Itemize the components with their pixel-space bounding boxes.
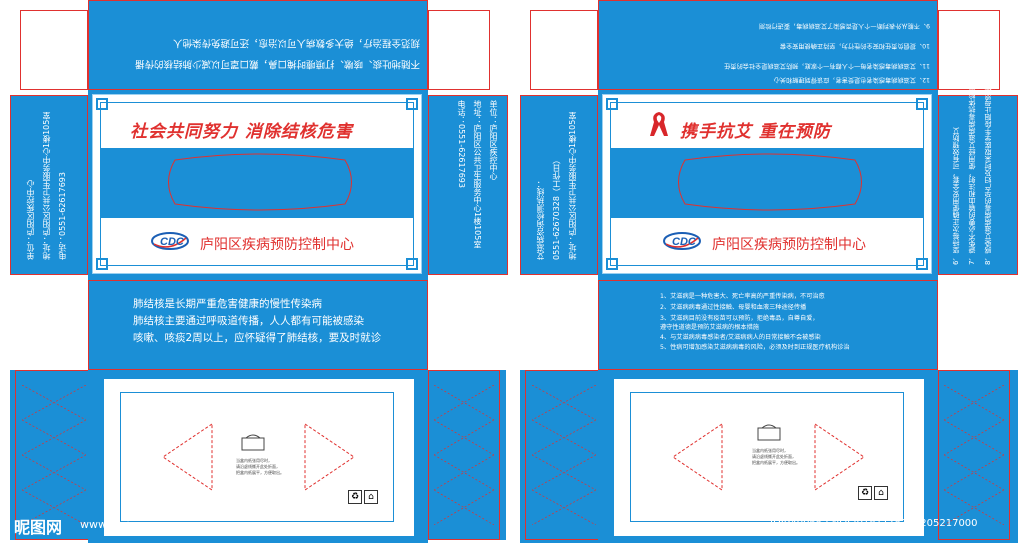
side-text: 电话：0551-62617693	[457, 100, 466, 188]
watermark-site: 昵图网	[14, 518, 63, 537]
recycle-icon: ♻	[348, 490, 362, 504]
note-line: 请沿虚线撕开此处折面，	[752, 454, 796, 459]
flap-line: 规范全程治疗，绝大多数病人可以治愈，还可避免传染他人	[172, 37, 420, 48]
fold-pattern-icon	[944, 385, 1004, 525]
info-line: 3、艾滋病目前没有疫苗可以预防，拒绝毒品，自尊自爱，	[660, 315, 819, 322]
right-info-panel	[598, 280, 938, 370]
side-text: 单位：庐阳区疾控中心	[489, 100, 498, 180]
info-line: 2、艾滋病病毒通过性接触、母婴和血液三种途径传播	[660, 304, 807, 311]
flap-line: 12、艾滋病病毒感染者也是受害者，应该得到理解和关心	[773, 76, 930, 83]
fold-pattern-icon	[532, 385, 596, 525]
left-top-flap	[88, 0, 428, 90]
info-line: 咳嗽、咳痰2周以上，应怀疑得了肺结核，要及时就诊	[133, 332, 382, 344]
left-blue-band	[100, 148, 414, 218]
side-text: 8、感染艾滋病病毒的孕产妇及时采取医学手段阻止母婴传播	[984, 78, 992, 265]
trash-icon: ⌂	[874, 486, 888, 500]
flap-line: 不随地吐痰、咳嗽、打喷嚏时掩口鼻，戴口罩可以减少肺结核的传播	[134, 58, 420, 69]
note-line: 当盒内纸张用尽时，	[236, 458, 272, 463]
info-line: 4、与艾滋病病毒感染者/艾滋病病人的日常接触不会被感染	[660, 334, 821, 341]
tissue-opening-outline	[678, 153, 862, 211]
tear-arrow-left-icon[interactable]	[160, 422, 215, 492]
tissue-opening-outline	[168, 153, 352, 211]
side-text: 地址：庐阳区公共卫生服务中心1楼105室	[568, 111, 577, 260]
tear-arrow-right-icon[interactable]	[302, 422, 357, 492]
flap-line: 9、不能从外表判断一个人是否感染了艾滋病病毒，要进行检测	[759, 22, 930, 29]
side-text: 地址：庐阳区公共卫生服务中心1楼105室	[473, 100, 482, 249]
fold-pattern-icon	[22, 385, 86, 525]
right-box-left-side	[520, 95, 598, 275]
info-line: 肺结核是长期严重危害健康的慢性传染病	[133, 298, 322, 310]
side-text: 地址：庐阳区公共卫生服务中心1楼105室	[42, 111, 51, 260]
side-text: 7、避免不必要的输血和注射，使用经艾滋病病毒抗体检测的血液和血液制品	[968, 29, 976, 265]
tear-arrow-left-icon[interactable]	[670, 422, 725, 492]
red-ribbon-icon	[650, 112, 668, 136]
right-box-right-side	[938, 95, 1018, 275]
info-line: 遵守性道德是预防艾滋病的根本措施	[660, 324, 759, 331]
recycle-icon: ♻	[858, 486, 872, 500]
right-top-flap-text: 12、艾滋病病毒感染者也是受害者，应该得到理解和关心 11、艾滋病病毒感染者每一…	[610, 8, 930, 84]
right-slogan: 携手抗艾 重在预防	[680, 122, 831, 142]
note-line: 请沿虚线撕开此处折面，	[236, 464, 280, 469]
side-text: 电话：0551-62617693	[58, 172, 67, 260]
note-line: 当盒内纸张用尽时，	[752, 448, 788, 453]
side-text: 0551-62670328（工作日）	[552, 156, 561, 260]
trash-icon: ⌂	[364, 490, 378, 504]
info-line: 5、性病可增加感染艾滋病病毒的风险，必须及时到正规医疗机构诊治	[660, 344, 850, 351]
left-top-flap-text: 不随地吐痰、咳嗽、打喷嚏时掩口鼻，戴口罩可以减少肺结核的传播 规范全程治疗，绝大…	[95, 12, 420, 72]
cdc-logo-icon: CDC	[151, 232, 189, 250]
info-line: 1、艾滋病是一种危害大、死亡率高的严重传染病，不可治愈	[660, 293, 825, 300]
flap-line: 11、艾滋病病毒感染者每一个人都有一个家庭，预防艾滋病是全社会的责任	[724, 62, 930, 69]
tear-arrow-right-icon[interactable]	[812, 422, 867, 492]
side-text: 单位：庐阳区疾控中心	[26, 180, 35, 260]
left-slogan: 社会共同努力 消除结核危害	[130, 122, 353, 142]
left-bottom-panel	[104, 379, 414, 536]
right-org-name: 庐阳区疾病预防控制中心	[712, 237, 866, 253]
svg-text:CDC: CDC	[160, 236, 185, 248]
flap-line: 10、提倡负责任和安全的性行为，坚持正确使用安全套	[779, 42, 930, 49]
right-top-flap	[598, 0, 938, 90]
right-bottom-panel	[614, 379, 924, 536]
side-text: 6、坚持每次正确使用安全套，可有效预防艾	[952, 127, 960, 265]
note-line: 把盒内纸展平，方便取出。	[752, 460, 800, 465]
left-info-panel	[88, 280, 428, 370]
tissue-box-icon	[757, 424, 781, 441]
right-blue-band	[610, 148, 924, 218]
left-box-right-side	[428, 95, 508, 275]
fold-pattern-icon	[434, 385, 494, 525]
watermark-id: ID:9400662 NO:20181116104205217000	[770, 518, 978, 529]
cdc-logo-icon: CDC	[663, 232, 701, 250]
side-text: 艾滋病咨询检测热线：	[536, 180, 545, 260]
tissue-box-icon	[241, 434, 265, 451]
watermark-url: www.nipic.com	[80, 518, 163, 531]
svg-text:CDC: CDC	[672, 236, 697, 248]
note-line: 把盒内纸展平，方便取出。	[236, 470, 284, 475]
left-org-name: 庐阳区疾病预防控制中心	[200, 237, 354, 253]
info-line: 肺结核主要通过呼吸道传播，人人都有可能被感染	[133, 315, 364, 327]
left-side-panel	[10, 95, 88, 275]
